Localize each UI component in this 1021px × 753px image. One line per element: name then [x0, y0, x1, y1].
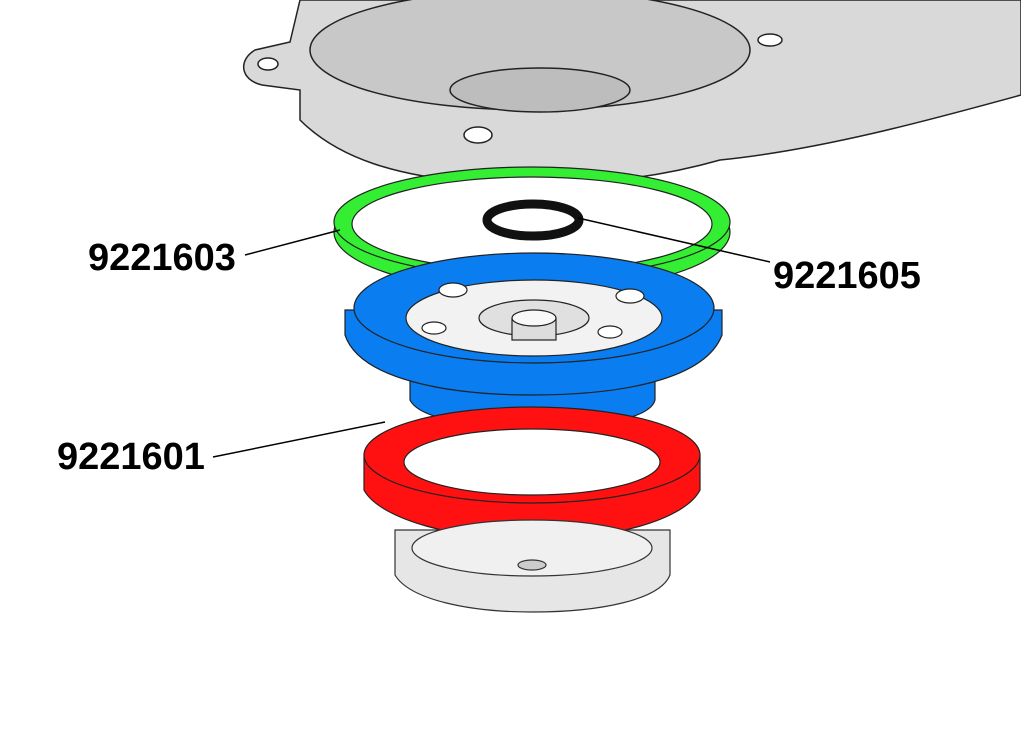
leader-line-9221601 [212, 421, 386, 458]
part-o-ring-black [482, 199, 584, 241]
group-housing [243, 0, 1021, 186]
part-label-9221605: 9221605 [773, 255, 921, 297]
part-blue-holder [344, 252, 723, 429]
part-shower-screen [394, 519, 671, 613]
part-gasket-red [363, 406, 701, 541]
leader-line-9221605 [577, 217, 771, 263]
part-label-9221603: 9221603 [88, 237, 236, 279]
leader-line-9221603 [244, 229, 341, 256]
part-label-9221601: 9221601 [57, 436, 205, 478]
